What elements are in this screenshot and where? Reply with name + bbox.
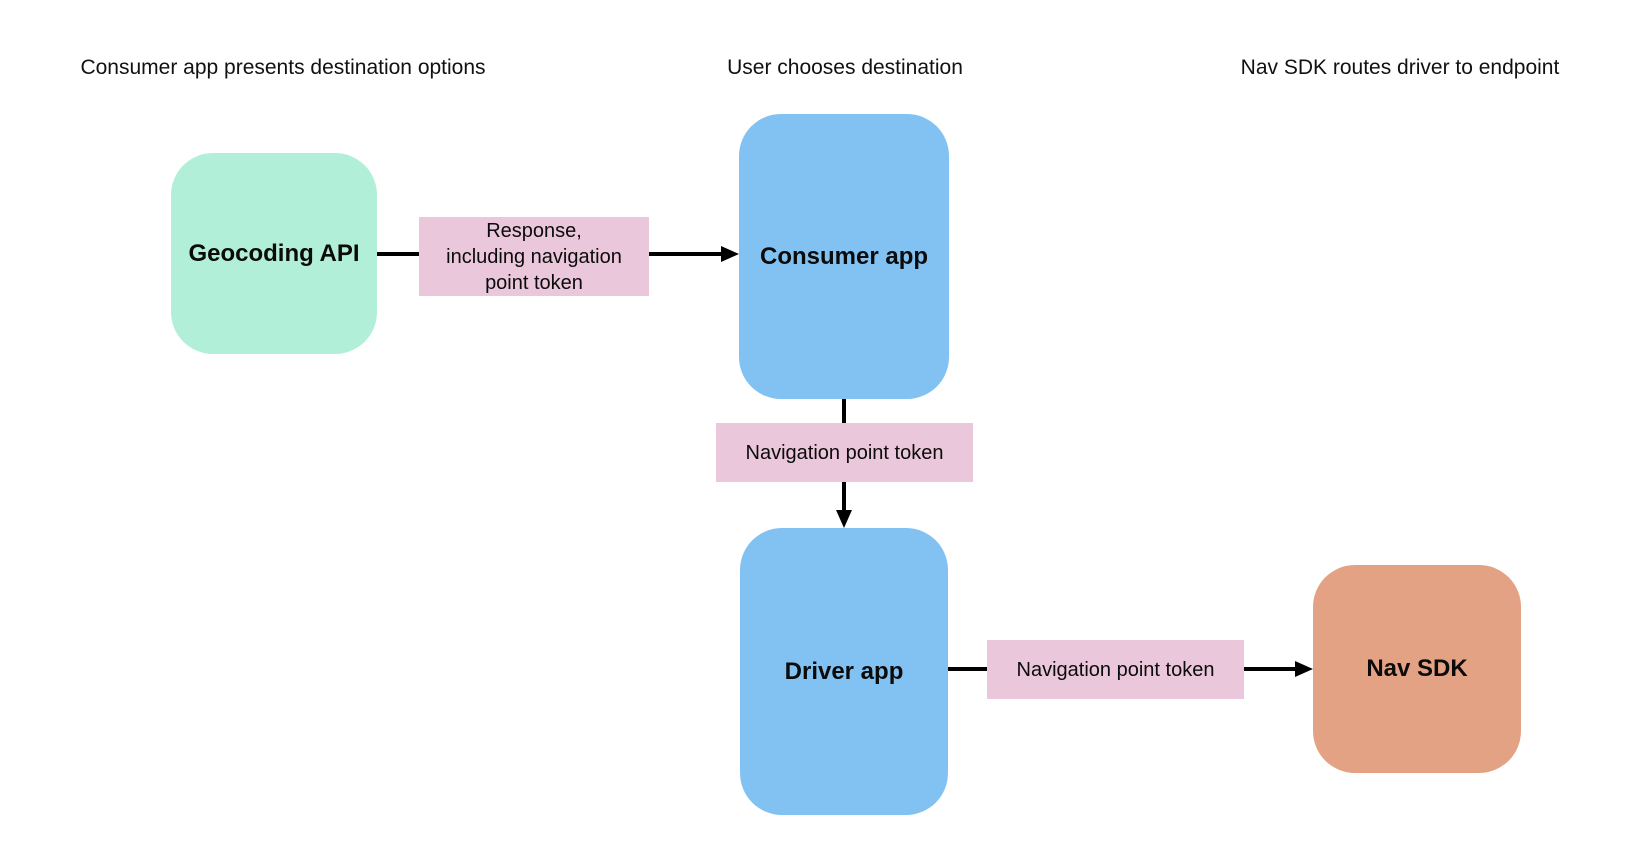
edge-line-token-label-to-driver <box>842 482 846 512</box>
node-driver-app-label: Driver app <box>784 657 904 685</box>
node-nav-sdk-label: Nav SDK <box>1366 655 1468 682</box>
stage-label-user-chooses-destination: User chooses destination <box>727 56 963 79</box>
edge-label-navigation-point-token-right: Navigation point token <box>987 640 1244 699</box>
node-consumer-app: Consumer app <box>739 114 949 399</box>
edge-line-driver-to-token-label <box>948 667 987 671</box>
stage-label-consumer-presents-options: Consumer app presents destination option… <box>80 56 486 79</box>
edge-label-navigation-point-token-mid: Navigation point token <box>716 423 973 482</box>
arrowhead-down-icon <box>836 510 852 528</box>
node-geocoding-api-label: Geocoding API <box>188 239 360 267</box>
node-driver-app: Driver app <box>740 528 948 815</box>
arrowhead-right-icon <box>721 246 739 262</box>
edge-line-token-label-to-nav-sdk <box>1244 667 1297 671</box>
edge-label-token-mid-text: Navigation point token <box>745 441 944 464</box>
edge-label-response-text: Response, including navigation point tok… <box>446 219 622 294</box>
node-geocoding-api: Geocoding API <box>171 153 377 354</box>
node-consumer-app-label: Consumer app <box>759 242 929 270</box>
edge-line-geocoding-to-response-label <box>377 252 419 256</box>
node-nav-sdk: Nav SDK <box>1313 565 1521 773</box>
edge-line-response-label-to-consumer <box>649 252 723 256</box>
arrowhead-right-icon <box>1295 661 1313 677</box>
stage-label-nav-sdk-routes-driver: Nav SDK routes driver to endpoint <box>1240 56 1560 79</box>
edge-label-response-including-token: Response, including navigation point tok… <box>419 217 649 296</box>
edge-label-token-right-text: Navigation point token <box>1016 658 1215 681</box>
edge-line-consumer-to-token-label <box>842 399 846 423</box>
